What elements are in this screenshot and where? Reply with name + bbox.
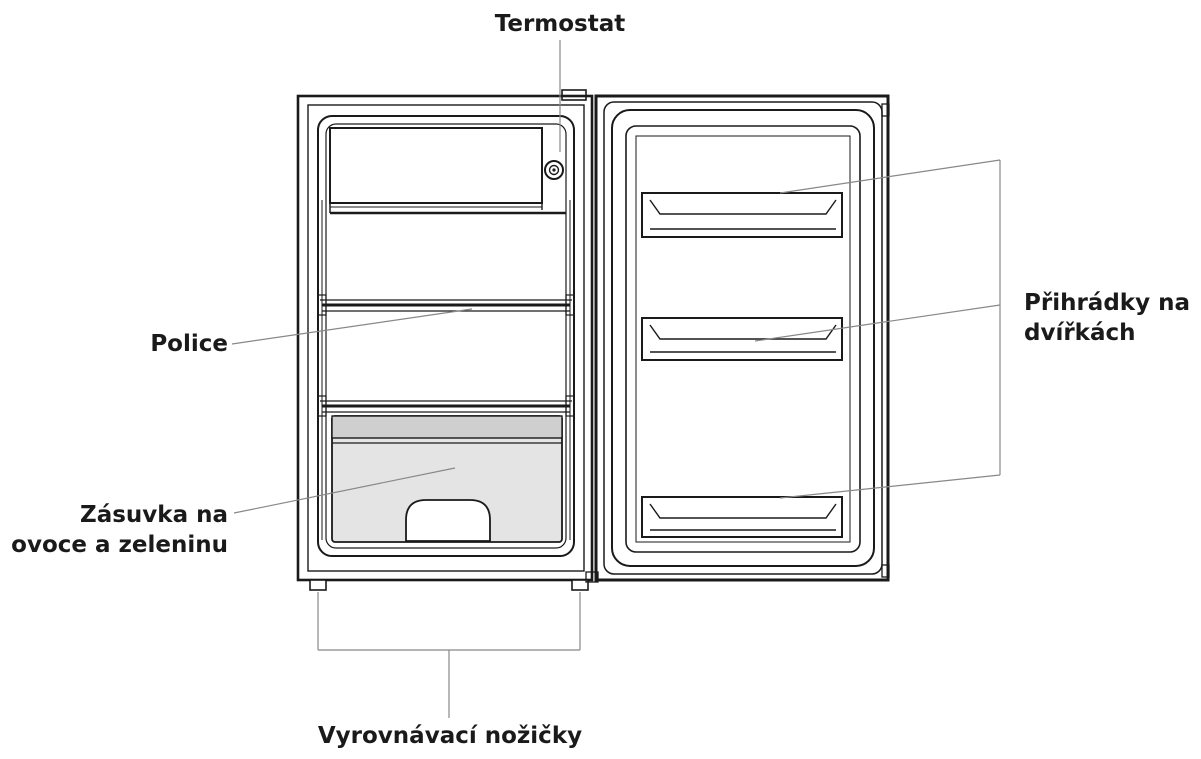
door-bin-top [641,192,843,238]
door-bin-middle [641,317,843,361]
label-thermostat: Termostat [494,11,626,37]
label-door-bins: Přihrádky na dvířkách [1024,288,1199,348]
label-door-bins-line1: Přihrádky na [1024,290,1190,316]
fridge-cabinet [296,89,594,582]
door-bin-bottom [641,496,843,538]
leader-shelf [231,308,473,345]
label-crisper-line1: Zásuvka na [80,502,228,528]
leader-lines [231,40,1001,718]
leader-crisper [233,467,456,514]
crisper-drawer [331,415,563,543]
label-leveling-feet: Vyrovnávací nožičky [317,723,583,749]
shelf-upper [317,294,575,316]
thermostat-knob-icon [544,160,564,180]
shelf-lower [317,395,575,417]
leveling-feet [309,579,589,591]
label-crisper: Zásuvka na ovoce a zeleninu [4,500,228,560]
freezer-compartment [329,127,566,215]
label-door-bins-line2: dvířkách [1024,320,1136,346]
fridge-door [585,94,890,583]
label-crisper-line2: ovoce a zeleninu [11,532,228,558]
label-shelf: Police [150,331,228,357]
